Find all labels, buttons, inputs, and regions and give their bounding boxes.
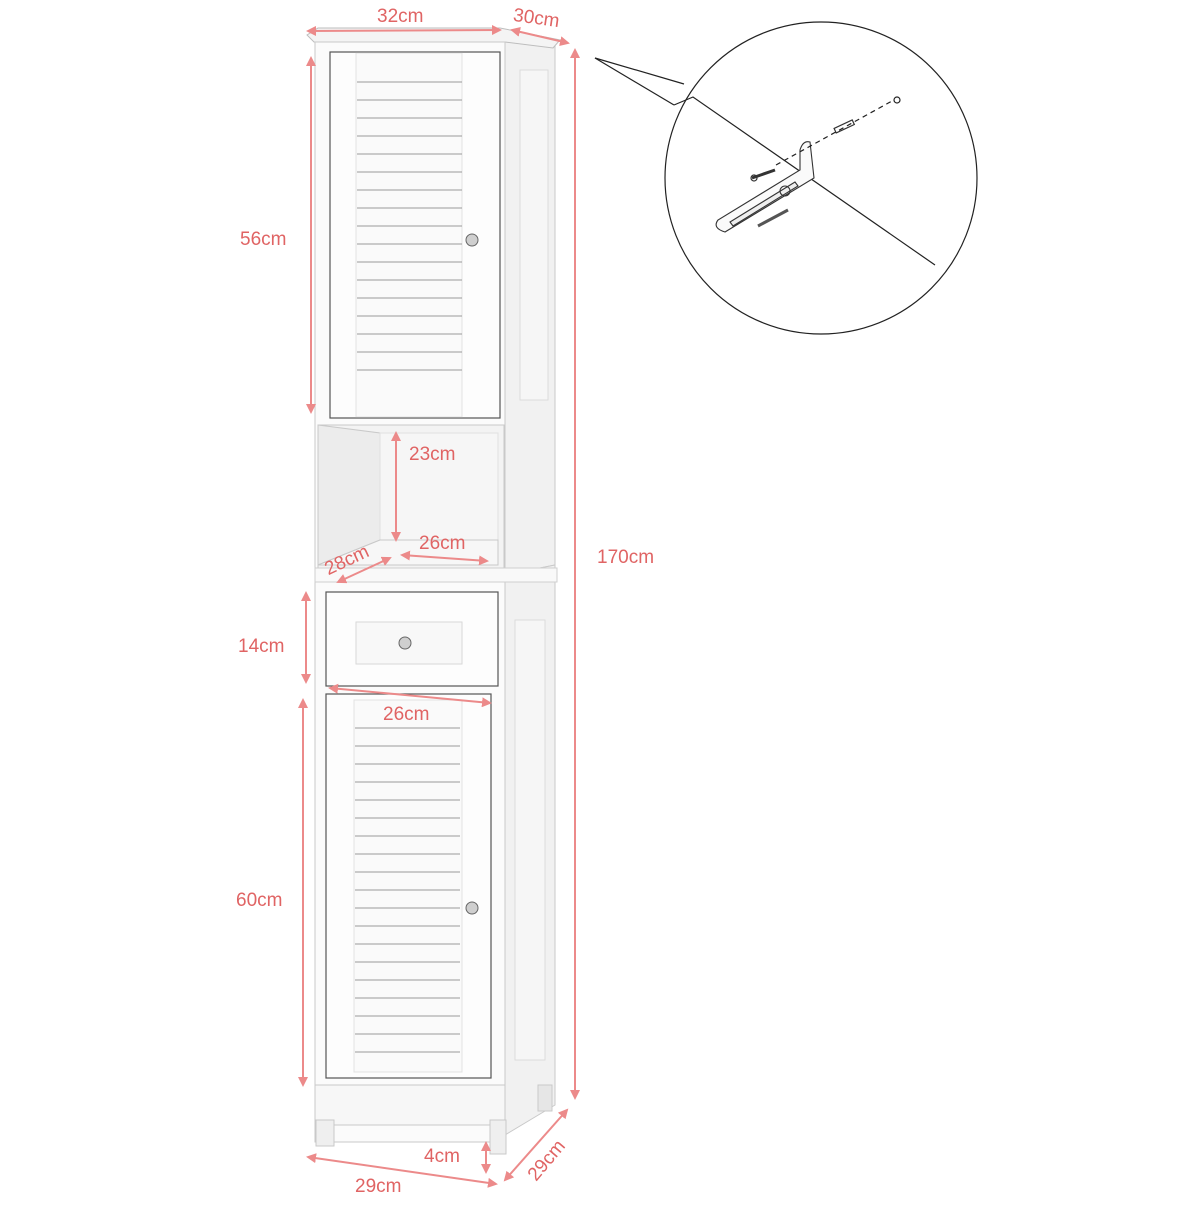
label-lower-door-height: 60cm	[236, 890, 283, 911]
bracket-icon	[715, 141, 815, 233]
detail-circle	[664, 21, 978, 335]
screw-icon	[750, 168, 776, 182]
label-base-width: 29cm	[355, 1176, 402, 1197]
cabinet	[306, 27, 561, 1155]
label-upper-door-height: 56cm	[240, 229, 287, 250]
leg-front-left	[315, 1119, 335, 1147]
lower-door-knob	[465, 901, 479, 915]
label-leg-height: 4cm	[424, 1146, 460, 1167]
dimension-lines	[298, 25, 580, 1188]
label-top-width: 32cm	[377, 6, 424, 27]
label-drawer-width: 26cm	[383, 704, 430, 725]
upper-door	[329, 51, 501, 419]
lower-door	[325, 693, 492, 1079]
label-total-height: 170cm	[597, 547, 655, 568]
bracket-detail-callout	[594, 21, 978, 335]
drawer	[325, 591, 499, 687]
wall-plug-icon	[833, 119, 856, 134]
leg-front-right	[489, 1119, 507, 1155]
label-drawer-height: 14cm	[238, 636, 285, 657]
drawer-knob	[398, 636, 412, 650]
label-niche-height: 23cm	[409, 444, 456, 465]
label-niche-width: 26cm	[419, 533, 466, 554]
leg-back-right	[537, 1084, 553, 1112]
upper-door-knob	[465, 233, 479, 247]
